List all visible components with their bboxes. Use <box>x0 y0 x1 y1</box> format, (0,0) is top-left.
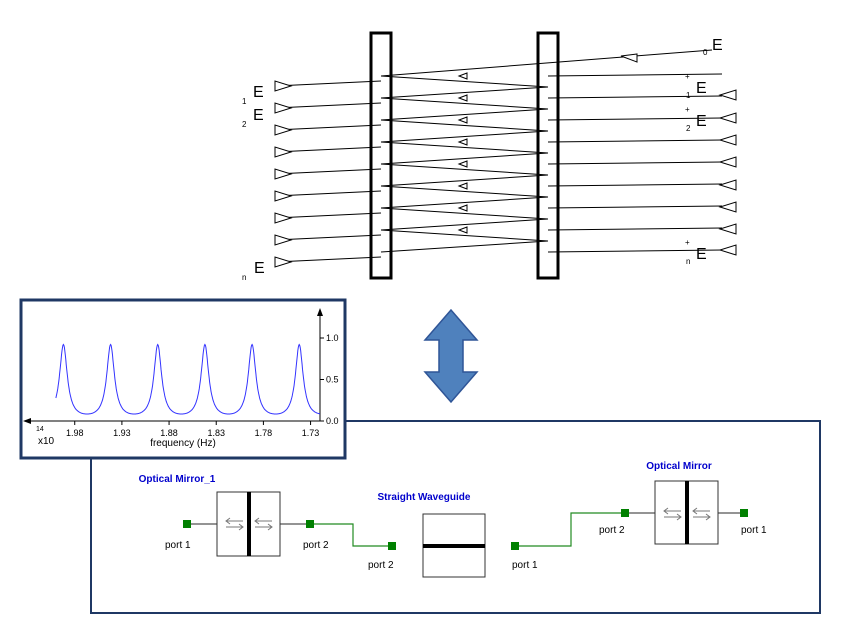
x-axis-label: frequency (Hz) <box>150 438 216 449</box>
fabry-perot-diagram <box>274 31 737 280</box>
ray-bounce <box>380 218 549 231</box>
ray-bounce <box>380 86 549 99</box>
ray-bounce <box>380 97 549 110</box>
ray-bounce <box>380 130 549 143</box>
spectrum-panel <box>19 298 347 460</box>
ray-bounce <box>380 141 549 154</box>
label-en-plus-sup: + <box>685 238 690 247</box>
waveguide-port1-node[interactable] <box>511 542 519 550</box>
ray-bounce <box>380 108 549 121</box>
ray-bounce <box>380 119 549 132</box>
waveguide-port2-label: port 2 <box>368 560 394 571</box>
mirror-1-port2-label: port 2 <box>303 540 329 551</box>
label-e0: E <box>712 37 723 54</box>
label-e1-sub: 1 <box>242 97 247 106</box>
label-e0-sub: 0 <box>703 48 708 57</box>
label-en-plus: E <box>696 246 707 263</box>
optical-mirror-1-port2-node[interactable] <box>306 520 314 528</box>
x-tick-label: 1.73 <box>302 428 320 438</box>
wire-mirror-to-waveguide <box>515 512 625 547</box>
optical-mirror-block[interactable] <box>654 480 719 545</box>
label-e2-plus-sup: + <box>685 105 690 114</box>
ray-bounce <box>380 196 549 209</box>
ray-bounce <box>380 152 549 165</box>
x-tick-label: 1.83 <box>207 428 225 438</box>
waveguide-title: Straight Waveguide <box>378 492 471 503</box>
label-en-plus-sub: n <box>686 257 690 266</box>
x-multiplier-exp: 14 <box>36 426 44 433</box>
x-tick-label: 1.78 <box>255 428 273 438</box>
ray-bounce <box>380 240 549 253</box>
x-tick-label: 1.98 <box>66 428 84 438</box>
label-en-sub: n <box>242 273 246 282</box>
wire-waveguide-to-mirror <box>310 523 393 547</box>
optical-mirror-port2-node[interactable] <box>621 509 629 517</box>
x-tick-label: 1.93 <box>113 428 131 438</box>
optical-mirror-port1-node[interactable] <box>740 509 748 517</box>
label-e2-plus: E <box>696 113 707 130</box>
label-en: E <box>254 260 265 277</box>
y-tick-label: 0.5 <box>326 375 339 385</box>
y-tick-label: 0.0 <box>326 416 339 426</box>
ray-bounce <box>380 207 549 220</box>
circuit-wires <box>187 512 744 547</box>
optical-mirror-1-block[interactable] <box>216 491 281 557</box>
label-e1-plus-sub: 1 <box>686 91 691 100</box>
x-tick-label: 1.88 <box>160 428 178 438</box>
y-tick-label: 1.0 <box>326 333 339 343</box>
waveguide-port2-node[interactable] <box>388 542 396 550</box>
mirror-title: Optical Mirror <box>646 461 712 472</box>
ray-bounce <box>380 75 549 88</box>
spectrum-labels: frequency (Hz) x10 14 1.73 1.78 1.83 1.88 1.… <box>36 333 339 449</box>
straight-waveguide-block[interactable] <box>422 513 486 578</box>
mirror-port1-label: port 1 <box>741 525 767 536</box>
mirror-plate-1 <box>536 31 560 280</box>
waveguide-port1-label: port 1 <box>512 560 538 571</box>
spectrum-series-line <box>55 343 321 415</box>
ray-bounce <box>380 163 549 176</box>
x-multiplier: x10 <box>38 436 55 447</box>
mirror-1-port1-label: port 1 <box>165 540 191 551</box>
ray-bounce <box>380 185 549 198</box>
ray-bounce <box>380 229 549 242</box>
label-e1: E <box>253 84 264 101</box>
double-arrow-icon <box>423 308 479 404</box>
label-e2-sub: 2 <box>242 120 247 129</box>
mirror-plate-2 <box>369 31 393 280</box>
label-e1-plus-sup: + <box>685 72 690 81</box>
label-e2: E <box>253 107 264 124</box>
optical-mirror-1-port1-node[interactable] <box>183 520 191 528</box>
ray-bounce <box>380 174 549 187</box>
spectrum-plot <box>23 308 324 425</box>
ray-paths <box>274 49 737 268</box>
label-e1-plus: E <box>696 80 707 97</box>
label-e2-plus-sub: 2 <box>686 124 691 133</box>
mirror-port2-label: port 2 <box>599 525 625 536</box>
mirror-1-title: Optical Mirror_1 <box>139 474 216 485</box>
